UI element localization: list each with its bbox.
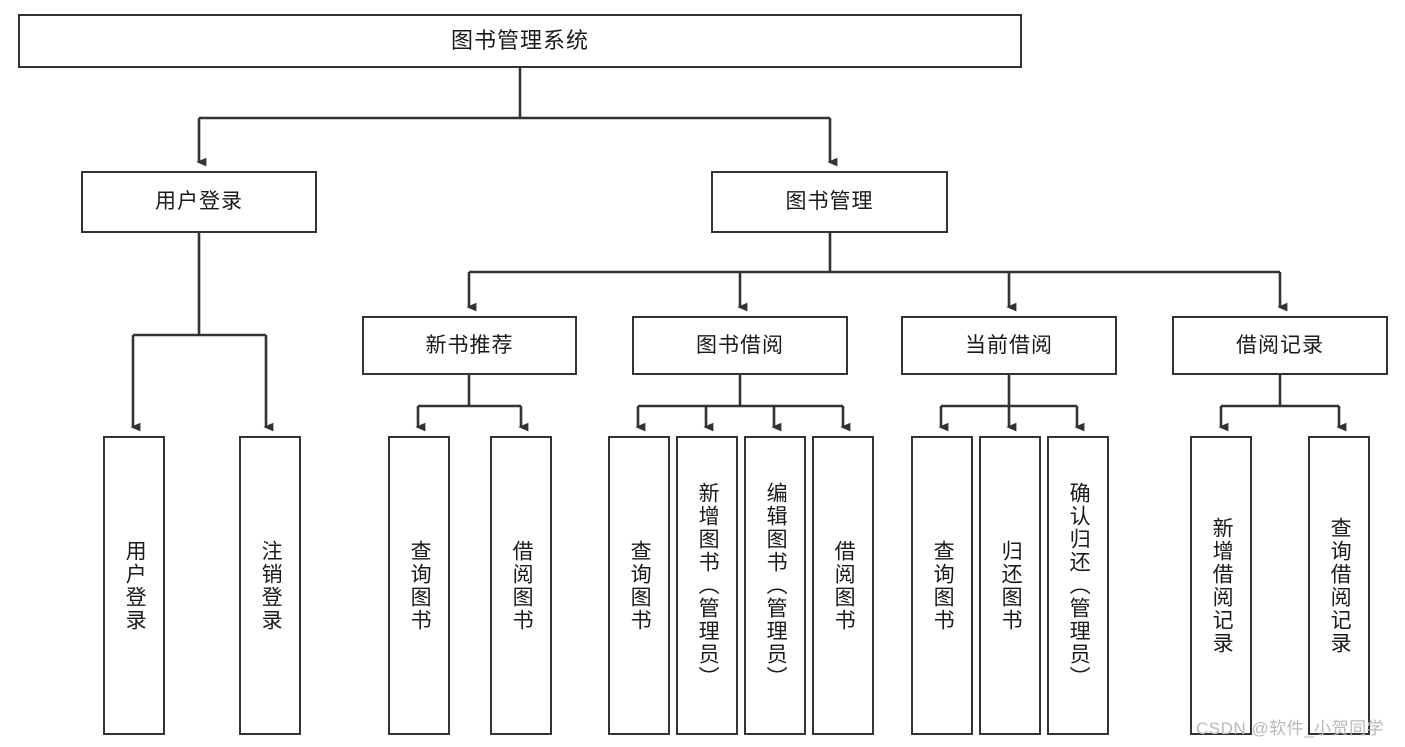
leaf-edit-book-admin[interactable]: 编辑图书（管理员） — [744, 436, 806, 735]
leaf-borrow-books-recommendation[interactable]: 借阅图书 — [490, 436, 552, 735]
node-current-borrowing[interactable]: 当前借阅 — [901, 316, 1117, 375]
node-label: 当前借阅 — [965, 333, 1053, 357]
node-label: 图书借阅 — [696, 333, 784, 357]
node-new-book-recommendation[interactable]: 新书推荐 — [362, 316, 577, 375]
node-label: 编辑图书（管理员） — [764, 482, 788, 689]
leaf-user-login[interactable]: 用户登录 — [103, 436, 165, 735]
node-label: 新增借阅记录 — [1210, 516, 1234, 655]
node-label: 确认归还（管理员） — [1067, 482, 1091, 689]
leaf-add-book-admin[interactable]: 新增图书（管理员） — [676, 436, 738, 735]
leaf-query-books-recommendation[interactable]: 查询图书 — [388, 436, 450, 735]
csdn-watermark: CSDN @软件_小贺同学 — [1196, 719, 1385, 738]
leaf-confirm-return-admin[interactable]: 确认归还（管理员） — [1047, 436, 1109, 735]
leaf-logout[interactable]: 注销登录 — [239, 436, 301, 735]
leaf-query-books-current[interactable]: 查询图书 — [911, 436, 973, 735]
node-label: 用户登录 — [123, 539, 147, 632]
node-label: 归还图书 — [999, 539, 1023, 632]
leaf-add-borrow-record[interactable]: 新增借阅记录 — [1190, 436, 1252, 735]
node-label: 注销登录 — [259, 539, 283, 632]
node-root-book-management-system[interactable]: 图书管理系统 — [18, 14, 1022, 68]
node-borrowing-records[interactable]: 借阅记录 — [1172, 316, 1388, 375]
node-label: 借阅图书 — [832, 539, 856, 632]
node-label: 借阅记录 — [1236, 333, 1324, 357]
node-book-borrowing[interactable]: 图书借阅 — [632, 316, 848, 375]
node-label: 新书推荐 — [425, 333, 514, 357]
leaf-query-borrow-record[interactable]: 查询借阅记录 — [1308, 436, 1370, 735]
node-label: 查询图书 — [931, 539, 955, 632]
leaf-query-books-borrowing[interactable]: 查询图书 — [608, 436, 670, 735]
node-label: 查询图书 — [628, 539, 652, 632]
node-label: 借阅图书 — [510, 539, 534, 632]
node-user-login[interactable]: 用户登录 — [81, 171, 317, 233]
node-label: 查询图书 — [408, 539, 432, 632]
node-label: 新增图书（管理员） — [696, 482, 720, 689]
node-label: 用户登录 — [155, 190, 243, 214]
node-label: 查询借阅记录 — [1328, 516, 1352, 655]
node-book-management[interactable]: 图书管理 — [711, 171, 948, 233]
node-label: 图书管理系统 — [450, 27, 589, 53]
leaf-borrow-books-borrowing[interactable]: 借阅图书 — [812, 436, 874, 735]
leaf-return-books[interactable]: 归还图书 — [979, 436, 1041, 735]
node-label: 图书管理 — [785, 190, 874, 214]
